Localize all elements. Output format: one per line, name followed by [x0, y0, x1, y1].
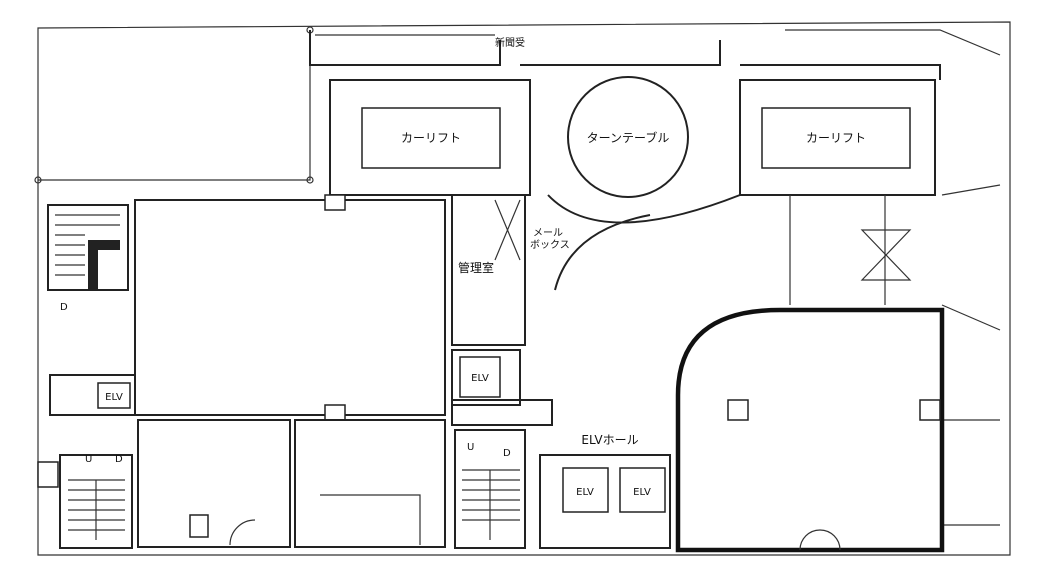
stair-center [454, 429, 526, 549]
elevator-center [459, 356, 501, 398]
car-lift-right-label: カーリフト [806, 131, 866, 145]
elevator-hall-label: ELVホール [581, 433, 638, 447]
stair-center-d: D [503, 448, 511, 459]
turntable-label: ターンテーブル [587, 130, 670, 145]
large-room [134, 199, 446, 416]
turntable [567, 76, 689, 198]
management-room [451, 194, 526, 346]
site-boundary [37, 21, 1011, 556]
elevator-left-label: ELV [105, 392, 123, 403]
car-lift-left [361, 107, 501, 169]
stair-bottom-left [59, 454, 133, 549]
management-room-label: 管理室 [458, 260, 494, 275]
stair-bottom-left-u: U [85, 454, 92, 465]
elevator-hall-1 [562, 467, 609, 513]
car-lift-left-room [329, 79, 531, 196]
mailbox-label-1: メール [533, 228, 563, 239]
stair-top-left-d: D [60, 302, 68, 313]
elevator-hall-1-label: ELV [576, 487, 594, 498]
car-lift-right-room [739, 79, 936, 196]
bottom-room-2 [294, 419, 446, 548]
elevator-hall-2 [619, 467, 666, 513]
stair-center-u: U [467, 442, 474, 453]
elevator-hall-2-label: ELV [633, 487, 651, 498]
elevator-left [97, 382, 131, 409]
mailbox-label-2: ボックス [530, 239, 570, 251]
bottom-room-1 [137, 419, 291, 548]
parking-area-outline [38, 30, 311, 181]
newspaper-box-label: 新聞受 [495, 36, 525, 49]
highlighted-unit [675, 307, 945, 553]
car-lift-left-label: カーリフト [401, 131, 461, 145]
car-lift-right [761, 107, 911, 169]
elevator-center-label: ELV [471, 373, 489, 384]
stair-bottom-left-d: D [115, 454, 123, 465]
